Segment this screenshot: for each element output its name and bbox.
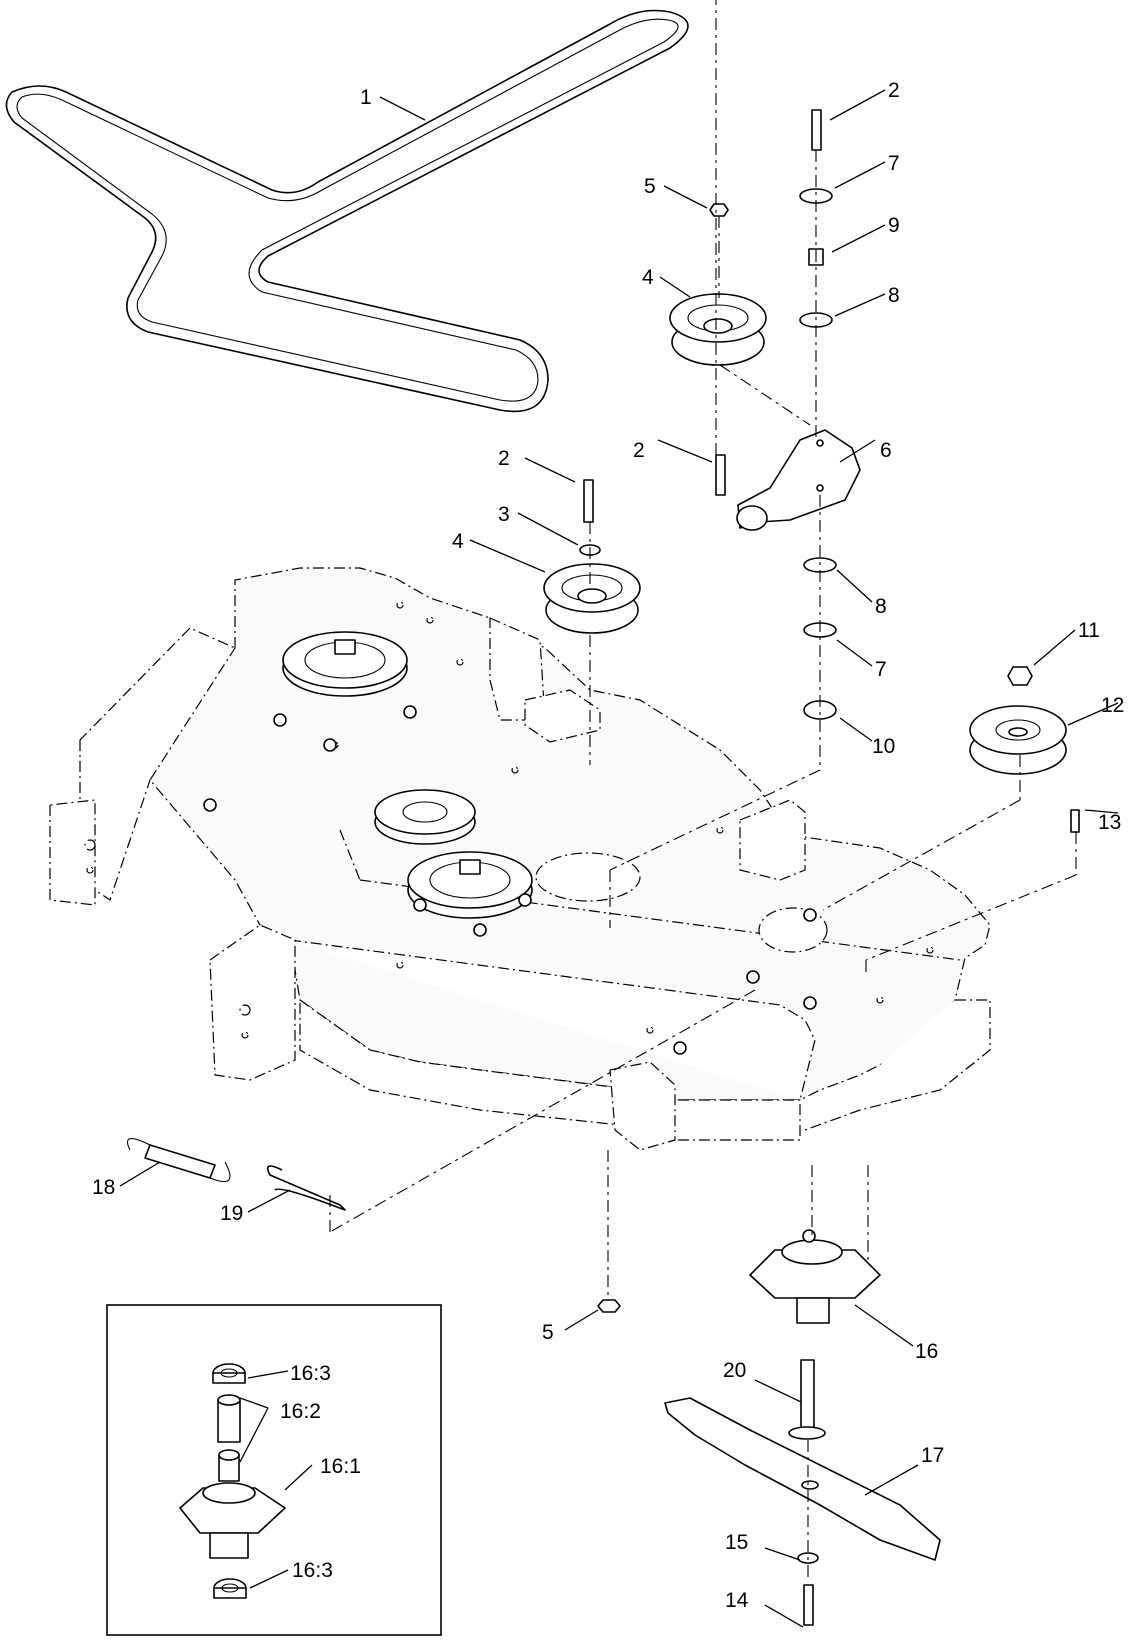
mower-blade [664,1397,941,1561]
inset-callout-16-1: 16:1 [320,1455,361,1478]
callout-4-upper: 4 [642,266,654,289]
callout-10: 10 [872,735,895,758]
callout-2-top: 2 [888,79,900,102]
blade-hole [801,1480,819,1490]
callout-20: 20 [723,1359,746,1382]
callout-19: 19 [220,1202,243,1225]
nut-bottom [597,1299,621,1313]
callout-7-low: 7 [875,658,887,681]
callout-7-top: 7 [888,152,900,175]
callout-labels: 1 2 7 9 8 5 4 2 6 2 3 4 8 7 10 11 12 13 … [92,79,1124,1612]
drive-belt [5,9,689,413]
callout-3: 3 [498,503,510,526]
blade-bolt [803,1584,814,1626]
callout-12: 12 [1101,694,1124,717]
callout-16: 16 [915,1340,938,1363]
mower-deck [49,567,991,1151]
callout-9: 9 [888,214,900,237]
deck-pulley-left [273,631,417,752]
callout-5-bottom: 5 [542,1321,554,1344]
bolt-13 [1070,809,1080,833]
callout-8-low: 8 [875,595,887,618]
inset-callout-16-2: 16:2 [280,1400,321,1423]
spindle-detail-inset: 16:3 16:2 16:1 16:3 [106,1304,442,1636]
shaft-collar [788,1426,826,1440]
callout-2-bracket: 2 [633,439,645,462]
assembly-centerlines [329,0,1077,1580]
nut-11 [1007,666,1033,686]
locknut-top [709,203,729,217]
callout-11: 11 [1078,619,1100,642]
deck-nut [203,798,217,812]
spindle-assembly [749,1229,881,1324]
callout-18: 18 [92,1176,115,1199]
deck-nut [673,1041,687,1055]
inset-callout-16-3-top: 16:3 [290,1362,331,1385]
callout-leaders [119,89,1119,1628]
hairpin-cotter [266,1165,346,1211]
pulley-12 [969,705,1067,775]
callout-17: 17 [921,1444,944,1467]
callout-15: 15 [725,1531,748,1554]
callout-6: 6 [880,439,892,462]
idler-pulley-upper [669,293,767,366]
idler-arm [736,429,861,531]
callout-4-mid: 4 [452,530,464,553]
callout-8-top: 8 [888,284,900,307]
callout-14: 14 [725,1589,749,1612]
deck-nut [803,908,817,922]
callout-5-top: 5 [644,175,656,198]
callout-1: 1 [360,86,372,109]
callout-2-mid: 2 [498,447,510,470]
shoulder-bolt [715,454,726,496]
deck-pulley-center [407,851,533,937]
extension-spring [126,1138,231,1183]
deck-nut [803,996,817,1010]
inset-callout-16-3-bottom: 16:3 [292,1559,333,1582]
bolt-mid [583,479,594,523]
callout-13: 13 [1098,811,1121,834]
spindle-shaft [800,1359,815,1429]
deck-nut [746,970,760,984]
idler-pulley-mid [543,563,641,634]
bolt-top [811,109,822,151]
deck-idler-center [374,789,476,845]
